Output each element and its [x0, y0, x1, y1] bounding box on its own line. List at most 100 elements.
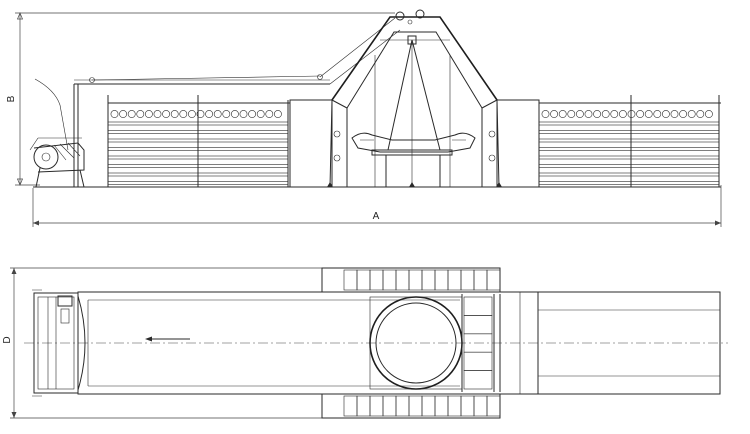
wing-cell [382, 269, 397, 291]
wing-cell [486, 395, 501, 417]
side-cell [463, 351, 493, 371]
plan-view: D [2, 267, 728, 419]
wing-cell [382, 395, 397, 417]
wing-cell [356, 269, 371, 291]
wing-cell [408, 395, 423, 417]
wing-cell [447, 269, 462, 291]
wing-cell [460, 269, 475, 291]
dimension-d: D [2, 267, 322, 419]
rail [107, 138, 289, 143]
rail [107, 181, 289, 185]
wing-cell [447, 395, 462, 417]
side-cell [463, 296, 493, 316]
roller-disc [593, 110, 601, 118]
left-conveyor-rack [107, 95, 290, 187]
rail [107, 172, 289, 177]
roller-disc [110, 110, 119, 118]
roller-disc [687, 110, 696, 118]
roller-disc [119, 110, 127, 118]
rail [538, 172, 720, 177]
roller-disc [144, 110, 153, 118]
rail [107, 121, 289, 126]
roller-disc [653, 110, 662, 118]
wing-cell [369, 269, 384, 291]
roller-disc [601, 110, 610, 118]
wing-cell [343, 395, 358, 417]
wing-cell [356, 395, 371, 417]
roller-disc [696, 110, 705, 118]
roller-disc [170, 110, 179, 118]
roller-disc [662, 110, 670, 118]
wing-cell [434, 395, 449, 417]
wing-cell [343, 269, 358, 291]
rail [107, 147, 289, 151]
roller-disc [179, 110, 188, 118]
rail [107, 164, 289, 168]
roller-disc [136, 110, 145, 118]
roller-disc [541, 110, 550, 118]
roller-disc [230, 110, 239, 118]
rail [107, 155, 289, 160]
dimension-a-label: A [373, 211, 380, 222]
roller-disc [187, 110, 196, 118]
central-housing [289, 9, 540, 188]
roller-disc [576, 110, 584, 118]
roller-disc [239, 110, 248, 118]
wing-cell [395, 269, 410, 291]
rail [538, 155, 720, 160]
roller-disc [153, 110, 162, 118]
plan-outlet [519, 291, 721, 395]
roller-disc [679, 110, 687, 118]
roller-disc [265, 110, 274, 118]
wing-cell [473, 269, 488, 291]
plan-drive-end [32, 289, 86, 397]
direction-arrow-icon [145, 336, 152, 342]
roller-disc [670, 110, 679, 118]
roller-disc [619, 110, 627, 118]
dimension-b: B [6, 12, 395, 186]
wing-cell [395, 395, 410, 417]
wing-cell [369, 395, 384, 417]
roller-disc [196, 110, 205, 118]
dimension-a: A [32, 185, 722, 227]
rail [538, 138, 720, 143]
roller-disc [213, 110, 222, 118]
wing-cell [434, 269, 449, 291]
upper-frame [73, 17, 401, 187]
roller-disc [584, 110, 593, 118]
side-cell [463, 315, 493, 335]
right-conveyor-rack [538, 95, 721, 187]
roller-disc [222, 110, 231, 118]
roller-disc [636, 110, 644, 118]
wing-cell [408, 269, 423, 291]
roller-disc [567, 110, 576, 118]
roller-disc [248, 110, 256, 118]
wing-cell [421, 395, 436, 417]
dimension-d-label: D [2, 336, 13, 343]
roller-disc [627, 110, 636, 118]
plan-wings [321, 267, 501, 419]
side-cell [463, 370, 493, 390]
wing-cell [473, 395, 488, 417]
roller-disc [162, 110, 170, 118]
roller-disc [127, 110, 136, 118]
wing-cell [460, 395, 475, 417]
roller-disc [705, 110, 713, 118]
roller-disc [644, 110, 653, 118]
rail [538, 121, 720, 126]
rail [538, 147, 720, 151]
roller-disc [273, 110, 282, 118]
rail [538, 130, 720, 134]
rail [538, 181, 720, 185]
roller-disc [558, 110, 567, 118]
wing-cell [486, 269, 501, 291]
rail [538, 164, 720, 168]
roller-disc [550, 110, 558, 118]
dimension-b-label: B [6, 95, 17, 102]
roller-disc [610, 110, 619, 118]
roller-disc [205, 110, 213, 118]
wing-cell [421, 269, 436, 291]
drive-unit [29, 78, 85, 188]
side-elevation-view: B A [6, 9, 722, 227]
